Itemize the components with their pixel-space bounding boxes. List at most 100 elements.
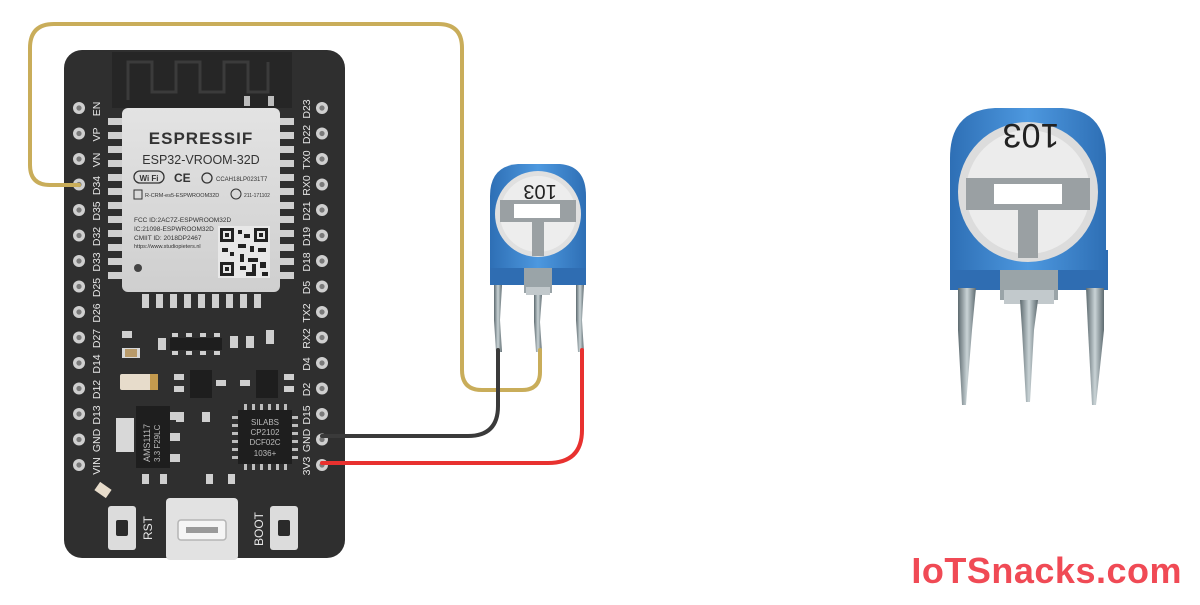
pin-label-right: TX0: [301, 150, 313, 169]
pin-label-right: D4: [301, 357, 313, 371]
rst-button[interactable]: [108, 506, 136, 550]
esp32-module: ESPRESSIF ESP32-VROOM-32D Wi Fi CE CCAH1…: [122, 108, 280, 292]
pin-label-left: EN: [91, 102, 103, 117]
pin-hole: [76, 232, 82, 239]
regulator-line2: 3.3 F29LC: [153, 424, 162, 462]
pin-hole: [76, 462, 82, 468]
pin-hole: [76, 283, 82, 290]
pin-hole: [76, 411, 82, 417]
pin-label-right: D5: [301, 281, 313, 295]
pin-hole: [319, 207, 325, 213]
usb-chip-line3: DCF02C: [249, 438, 280, 447]
pin-label-left: D12: [91, 380, 103, 399]
cert-circle-icon: [201, 172, 213, 184]
pin-hole: [319, 360, 325, 366]
pin-label-left: D32: [91, 227, 103, 246]
pin-label-right: GND: [301, 428, 313, 452]
pin-hole: [76, 385, 82, 392]
ce-mark-icon: CE: [174, 171, 191, 185]
pin-hole: [319, 283, 325, 290]
pin-hole: [76, 105, 82, 111]
pin-label-left: D27: [91, 329, 103, 348]
pin-hole: [76, 360, 82, 366]
ic-id: IC:21098-ESPWROOM32D: [134, 226, 214, 233]
module-brand: ESPRESSIF: [149, 129, 253, 148]
usb-chip-line1: SILABS: [251, 418, 279, 427]
pin-label-right: RX0: [301, 175, 313, 196]
cert-code: CCAH18LP0231T7: [216, 177, 268, 183]
pin-label-left: D26: [91, 303, 103, 322]
pin-label-right: TX2: [301, 303, 313, 322]
regulator-line1: AMS1117: [142, 424, 152, 462]
pin-label-left: VP: [91, 127, 103, 141]
pin-label-right: D21: [301, 201, 313, 220]
pin-label-right: D15: [301, 405, 313, 424]
url-text: https://www.studiopieters.nl: [134, 244, 201, 250]
kc-mark-icon: [133, 189, 143, 200]
pin-hole: [76, 258, 82, 264]
watermark-logo: IoTSnacks.com: [911, 550, 1182, 591]
fcc-id: FCC ID:2AC7Z-ESPWROOM32D: [134, 217, 231, 224]
pin-label-right: D19: [301, 227, 313, 246]
pin-hole: [319, 309, 325, 315]
pin-hole: [319, 130, 325, 137]
pin-hole: [319, 258, 325, 264]
pin-label-right: 3V3: [301, 457, 313, 476]
voltage-regulator: AMS1117 3.3 F29LC: [116, 406, 180, 468]
wired-potentiometer: 103: [490, 164, 586, 352]
micro-usb-port[interactable]: [166, 498, 238, 560]
cert-small: R-CRM-es5-ESPWROOM32D: [145, 193, 219, 199]
pin1-dot: [134, 264, 142, 272]
pot-marking-small: 103: [523, 180, 556, 202]
pin-label-right: D23: [301, 99, 313, 118]
pin-hole: [319, 156, 325, 162]
usb-chip-line4: 1036+: [254, 449, 277, 458]
pin-hole: [319, 385, 325, 392]
right-pin-header: [316, 102, 328, 471]
pin-label-left: D14: [91, 354, 103, 373]
pin-label-left: VIN: [91, 457, 103, 475]
wires: [28, 22, 584, 465]
wire-3v3-to-pot: [320, 348, 584, 465]
pot-marking-large: 103: [1003, 116, 1060, 154]
pin-hole: [319, 181, 325, 188]
wifi-logo-icon: [133, 170, 165, 184]
pin-label-left: VN: [91, 153, 103, 168]
usb-uart-chip: SILABS CP2102 DCF02C 1036+: [232, 404, 298, 470]
left-pin-header: [73, 102, 85, 471]
telec-mark-icon: [230, 188, 242, 200]
pin-label-left: D25: [91, 278, 103, 297]
esp32-board: ESPRESSIF ESP32-VROOM-32D Wi Fi CE CCAH1…: [64, 50, 345, 560]
smd-components: [94, 330, 294, 499]
pin-hole: [319, 436, 325, 443]
pin-hole: [76, 130, 82, 137]
boot-button[interactable]: [270, 506, 298, 550]
left-pin-labels: ENVPVND34D35D32D33D25D26D27D14D12D13GNDV…: [91, 102, 103, 475]
pin-label-left: D33: [91, 252, 103, 271]
pin-label-right: D18: [301, 252, 313, 271]
pin-label-right: RX2: [301, 328, 313, 349]
pin-label-left: GND: [91, 428, 103, 452]
pin-hole: [319, 232, 325, 239]
pin-hole: [76, 436, 82, 443]
pin-hole: [76, 334, 82, 341]
boot-label: BOOT: [252, 511, 266, 546]
pin-label-left: D34: [91, 176, 103, 195]
module-model: ESP32-VROOM-32D: [142, 153, 259, 167]
qr-code-icon: [218, 226, 270, 278]
pin-label-right: D2: [301, 383, 313, 397]
wire-d34-to-wiper: [28, 22, 542, 392]
cmiit-id: CMIIT ID: 2018DP2467: [134, 235, 202, 242]
pin-hole: [319, 334, 325, 341]
cert-tiny: 211-171102: [244, 193, 270, 199]
rst-label: RST: [141, 515, 155, 540]
pin-hole: [76, 207, 82, 213]
usb-chip-line2: CP2102: [251, 428, 280, 437]
pin-label-left: D35: [91, 201, 103, 220]
wifi-logo-text: Wi Fi: [139, 174, 158, 183]
module-pads: [108, 118, 294, 308]
pin-label-right: D22: [301, 125, 313, 144]
pin-hole: [319, 411, 325, 417]
